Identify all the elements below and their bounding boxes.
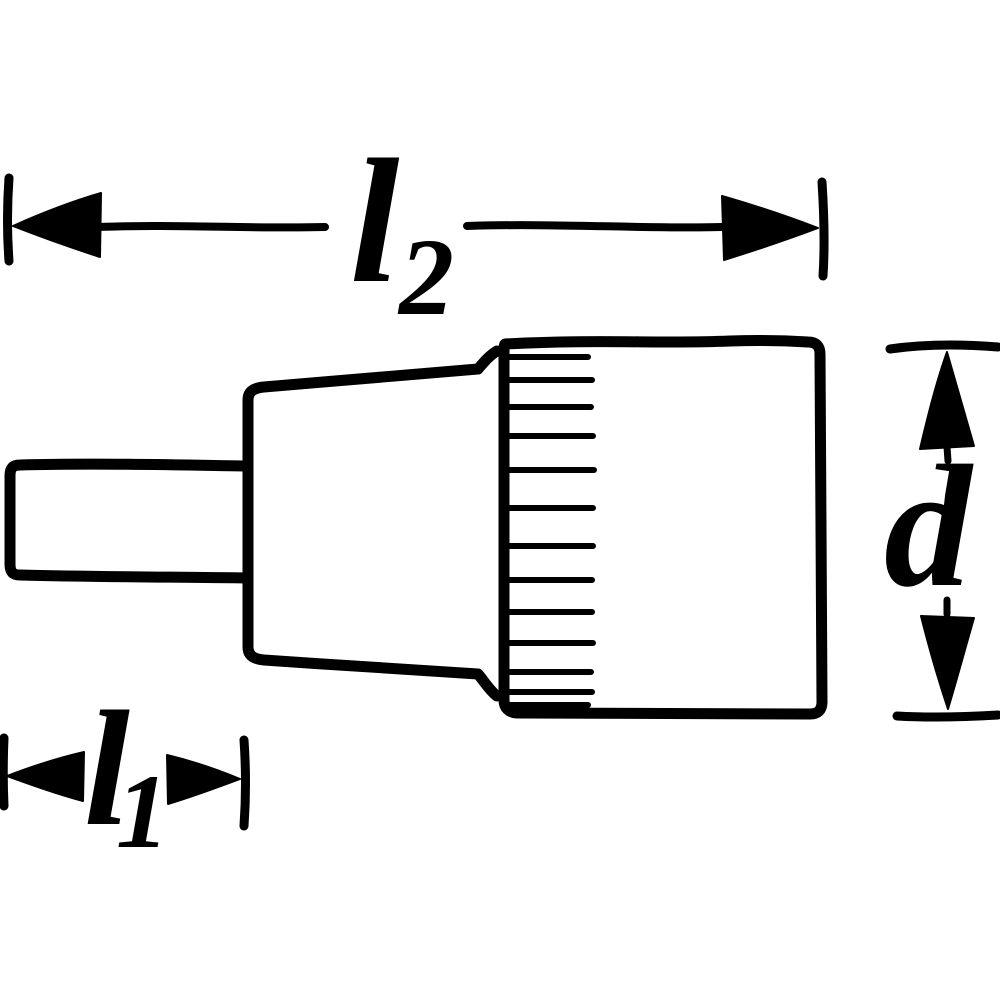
socket-body-outline: [498, 335, 828, 720]
socket-bit-drawing: [4, 335, 828, 720]
l2-tick-left: [3, 173, 14, 266]
l1-tick-left: [0, 733, 9, 811]
l1-label-subscript: 1: [116, 753, 169, 870]
l1-arrowhead-right: [166, 754, 241, 805]
l2-label-symbol: l: [350, 122, 400, 320]
dimension-l2: l 2: [3, 122, 829, 338]
dimension-l1: l 1: [0, 677, 250, 870]
d-arrowhead-up: [919, 351, 975, 450]
d-label-symbol: d: [884, 429, 974, 623]
d-tick-top: [885, 340, 1000, 354]
l2-arrowhead-right: [721, 195, 819, 261]
bit-holder-outline: [242, 345, 503, 702]
l2-line-left: [94, 222, 329, 232]
d-tick-bottom: [892, 710, 1000, 722]
knurl-teeth: [505, 354, 597, 708]
l1-tick-right: [239, 735, 250, 831]
bit-shank-outline: [4, 458, 253, 584]
d-arrow-up-stem: [943, 443, 952, 465]
l2-arrowhead-left: [12, 192, 102, 258]
dimension-d: d: [884, 340, 1000, 722]
l2-tick-right: [817, 177, 829, 281]
l2-label-subscript: 2: [397, 216, 454, 338]
l1-label-symbol: l: [84, 677, 130, 860]
l1-arrowhead-left: [6, 751, 85, 802]
l2-line-right: [463, 221, 726, 232]
d-arrowhead-down: [920, 615, 975, 710]
line-art: l 2 d: [0, 122, 1000, 870]
